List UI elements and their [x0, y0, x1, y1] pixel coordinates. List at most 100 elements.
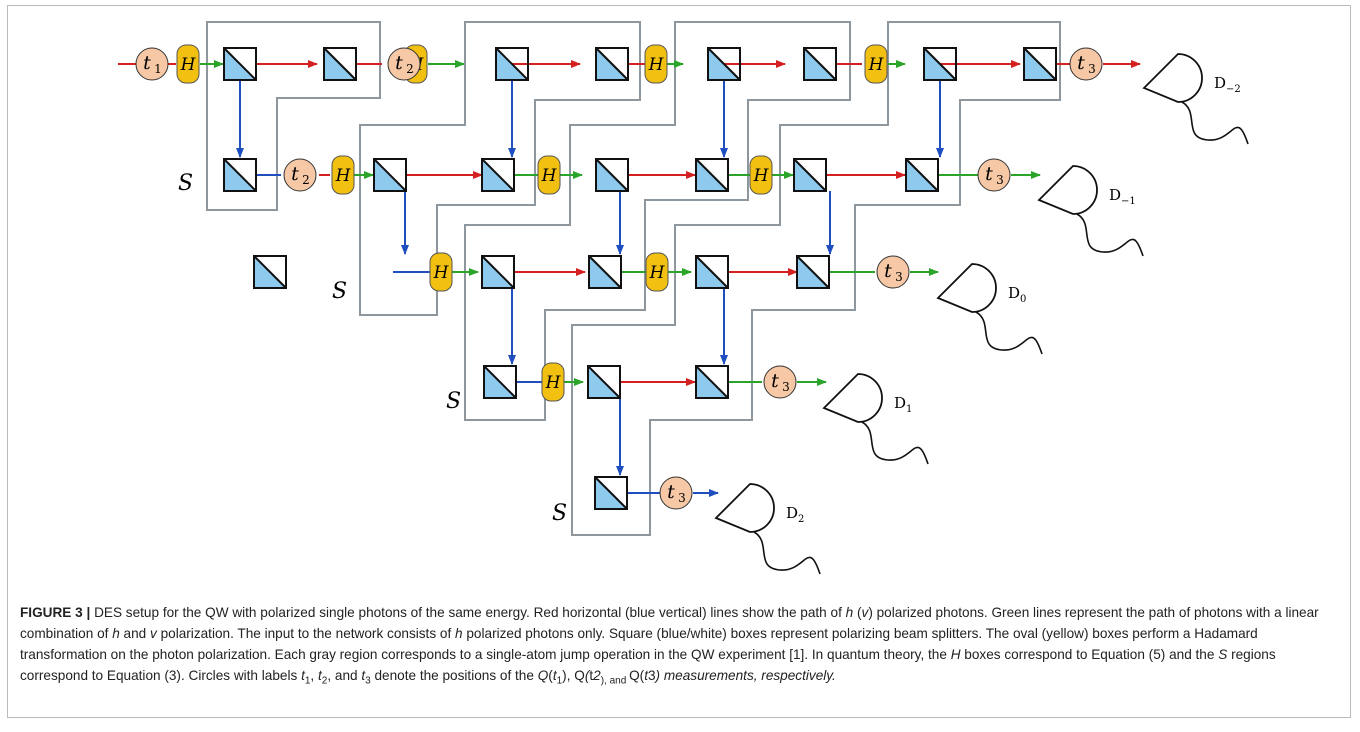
splitter-diagonal	[793, 158, 827, 192]
beam-splitter	[923, 47, 957, 81]
detector-label-base: D	[1008, 284, 1020, 302]
detector: D0	[936, 263, 1043, 355]
time-circle	[135, 47, 169, 81]
beam-splitter	[595, 47, 629, 81]
splitter-diagonal	[905, 158, 939, 192]
detector-cable	[861, 421, 929, 465]
splitter-diagonal	[481, 255, 515, 289]
splitter-outline	[695, 365, 729, 399]
hadamard-shape	[749, 155, 773, 195]
beam-splitter	[253, 255, 287, 289]
splitter-diagonal	[595, 47, 629, 81]
figure-caption: FIGURE 3 | DES setup for the QW with pol…	[20, 602, 1340, 692]
detector-label: D1	[894, 394, 912, 415]
splitter-outline	[495, 47, 529, 81]
caption-segment: t	[644, 668, 648, 683]
beam-splitter	[905, 158, 939, 192]
caption-segment: 3	[647, 668, 656, 683]
detector-body	[822, 373, 883, 423]
splitter-outline	[1023, 47, 1057, 81]
hadamard-shape	[429, 252, 453, 292]
caption-segment: t	[301, 668, 305, 683]
time-label: t	[1077, 52, 1085, 74]
caption-segment: polarized photons only. Square (blue/whi…	[20, 626, 1258, 662]
caption-segment: t	[552, 668, 557, 683]
splitter-diagonal	[803, 47, 837, 81]
caption-segment: ,	[310, 668, 318, 683]
beam-splitter	[695, 158, 729, 192]
splitter-outline	[481, 255, 515, 289]
hadamard-label: H	[433, 263, 450, 283]
splitter-outline	[594, 476, 628, 510]
splitter-diagonal	[253, 255, 287, 289]
figure-frame	[7, 5, 1351, 718]
splitter-diagonal	[1023, 47, 1057, 81]
caption-segment: (	[548, 668, 553, 683]
time-label: t	[985, 163, 993, 185]
time-circle	[763, 365, 797, 399]
splitter-diagonal	[495, 47, 529, 81]
splitter-outline	[587, 365, 621, 399]
time-label: t	[884, 260, 892, 282]
caption-segment: Q	[629, 668, 640, 683]
hadamard-shape	[645, 252, 669, 292]
time-label: t	[395, 52, 403, 74]
hadamard-box: H	[645, 252, 669, 292]
detector-cable	[1181, 101, 1249, 145]
caption-segment: DES setup for the QW with polarized sing…	[94, 605, 846, 620]
splitter-diagonal	[796, 255, 830, 289]
beam-splitter	[588, 255, 622, 289]
jump-region	[206, 21, 381, 211]
detector-label-sub: −2	[1226, 84, 1241, 95]
s-region-label: S	[332, 279, 347, 304]
time-circle	[1069, 47, 1103, 81]
detector-label-sub: −1	[1121, 196, 1136, 207]
beam-splitter	[695, 365, 729, 399]
caption-text: DES setup for the QW with polarized sing…	[20, 605, 1319, 687]
jump-region	[571, 21, 1061, 536]
hadamard-label: H	[753, 166, 770, 186]
hadamard-box: H	[176, 44, 200, 84]
time-circle	[876, 255, 910, 289]
hadamard-shape	[541, 362, 565, 402]
caption-segment: t	[361, 668, 366, 683]
beam-splitter	[793, 158, 827, 192]
caption-segment: , and	[327, 668, 362, 683]
detector-body	[714, 483, 775, 533]
splitter-outline	[253, 255, 287, 289]
splitter-outline	[695, 158, 729, 192]
beam-splitter	[481, 255, 515, 289]
caption-segment: v	[861, 605, 869, 620]
beam-splitter	[594, 476, 628, 510]
hadamard-box: H	[429, 252, 453, 292]
detector-label-base: D	[1214, 74, 1226, 92]
splitter-diagonal	[223, 158, 257, 192]
caption-segment: 2	[321, 675, 328, 687]
detector-label-base: D	[894, 394, 906, 412]
detector-cable	[975, 311, 1043, 355]
hadamard-shape	[537, 155, 561, 195]
caption-segment: ) measurements, respectively.	[655, 668, 836, 683]
beam-splitter	[587, 365, 621, 399]
detector-label-sub: 2	[798, 514, 804, 525]
detector: D−1	[1037, 165, 1144, 257]
time-label-sub: 1	[154, 62, 162, 76]
time-label: t	[667, 481, 675, 503]
caption-segment: Q	[574, 668, 585, 683]
splitter-diagonal	[707, 47, 741, 81]
hadamard-label: H	[648, 55, 665, 75]
splitter-diagonal	[481, 158, 515, 192]
detector-body	[1037, 165, 1098, 215]
caption-segment: Q	[537, 668, 549, 683]
beam-splitter	[323, 47, 357, 81]
splitter-outline	[223, 158, 257, 192]
detector-label-sub: 0	[1020, 294, 1026, 305]
hadamard-label: H	[649, 263, 666, 283]
hadamard-shape	[331, 155, 355, 195]
